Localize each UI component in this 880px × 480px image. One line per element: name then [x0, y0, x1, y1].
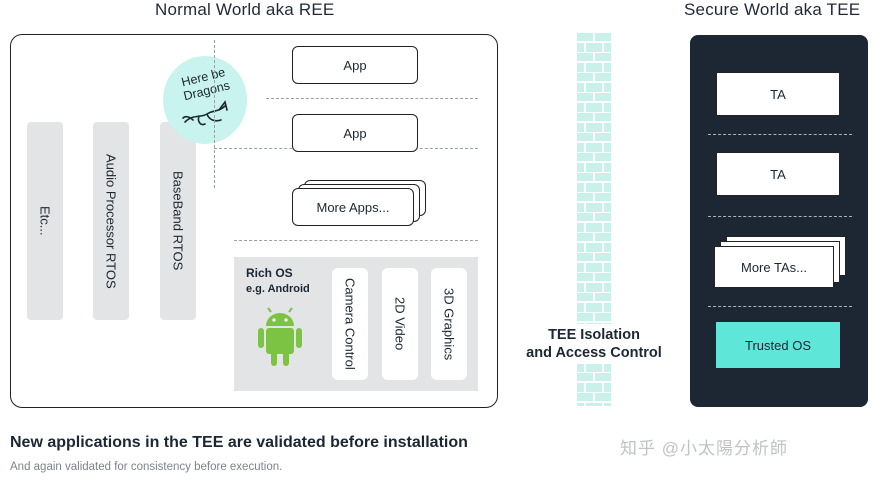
dragons-badge: Here be Dragons: [163, 56, 247, 144]
ree-title: Normal World aka REE: [155, 0, 335, 19]
more-tas-box: More TAs...: [714, 246, 834, 288]
audio-rtos-column: Audio Processor RTOS: [93, 122, 129, 320]
normal-world-panel: [10, 34, 498, 408]
footer-subtext: And again validated for consistency befo…: [10, 461, 283, 473]
graphics-3d-box: 3D Graphics: [431, 268, 467, 380]
isolation-label: TEE Isolation and Access Control: [510, 324, 678, 364]
baseband-rtos-column: BaseBand RTOS: [160, 122, 196, 320]
camera-control-label: Camera Control: [342, 278, 358, 370]
graphics-3d-label: 3D Graphics: [441, 287, 457, 361]
android-icon: [258, 307, 302, 366]
tee-divider-2: [708, 216, 852, 217]
app-box-2: App: [292, 114, 418, 152]
rich-os-subtitle: e.g. Android: [246, 283, 310, 295]
ta-box-1: TA: [716, 72, 840, 116]
ree-divider-vertical: [214, 40, 215, 188]
baseband-rtos-label: BaseBand RTOS: [170, 171, 186, 271]
rich-os-title: Rich OS: [246, 266, 293, 280]
ree-divider-app: [266, 98, 478, 99]
isolation-line-2: and Access Control: [526, 345, 662, 361]
more-apps-box: More Apps...: [292, 188, 414, 226]
ta-label-2: TA: [770, 166, 786, 182]
more-tas-label: More TAs...: [741, 259, 807, 275]
footer-headline: New applications in the TEE are validate…: [10, 434, 468, 451]
watermark: 知乎 @小太陽分析師: [620, 439, 788, 458]
trusted-os-box: Trusted OS: [716, 322, 840, 368]
etc-label: Etc...: [37, 206, 53, 236]
ta-label-1: TA: [770, 86, 786, 102]
ta-box-2: TA: [716, 152, 840, 196]
tee-divider-3: [708, 306, 852, 307]
trusted-os-label: Trusted OS: [745, 337, 811, 353]
app-label-1: App: [343, 57, 367, 73]
video-2d-box: 2D Video: [382, 268, 418, 380]
tee-title: Secure World aka TEE: [684, 0, 861, 19]
etc-column: Etc...: [27, 122, 63, 320]
app-label-2: App: [343, 125, 367, 141]
tee-divider-1: [708, 134, 852, 135]
isolation-line-1: TEE Isolation: [548, 327, 640, 343]
app-box-1: App: [292, 46, 418, 84]
audio-rtos-label: Audio Processor RTOS: [103, 153, 119, 289]
more-apps-label: More Apps...: [316, 199, 390, 215]
camera-control-box: Camera Control: [332, 268, 368, 380]
dragon-icon: [182, 100, 228, 126]
ree-divider-os: [234, 240, 478, 241]
video-2d-label: 2D Video: [392, 297, 408, 351]
